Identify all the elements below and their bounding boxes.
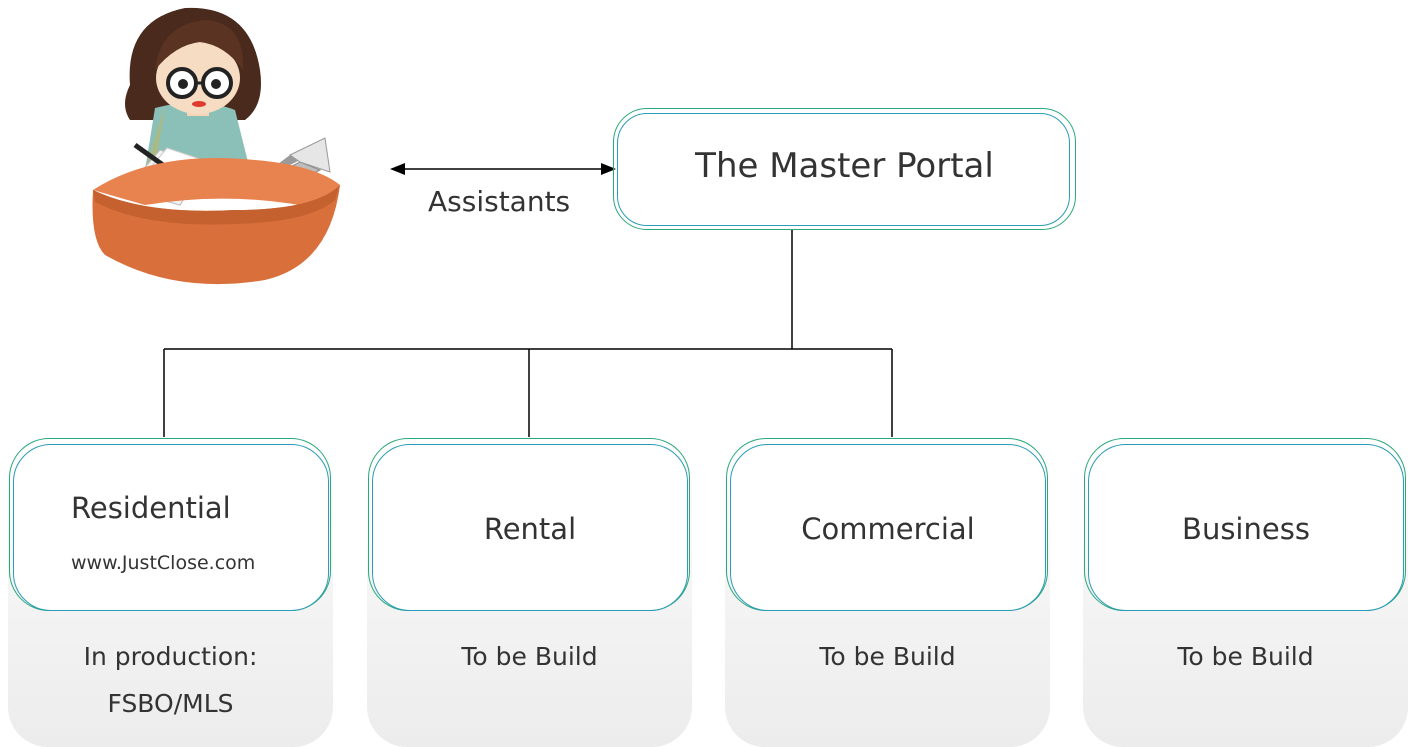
- portal-status: To be Build: [1083, 633, 1408, 680]
- master-portal-outer-border: [613, 108, 1076, 230]
- master-portal-inner-border: [617, 113, 1070, 226]
- master-portal-node[interactable]: The Master Portal: [613, 108, 1076, 230]
- portal-status-line: To be Build: [461, 642, 598, 671]
- assistant-illustration: [92, 7, 340, 285]
- portal-card-business[interactable]: Business To be Build: [1083, 437, 1408, 747]
- portal-status-line: FSBO/MLS: [107, 689, 234, 718]
- portal-status-line: To be Build: [1177, 642, 1314, 671]
- portal-name: Rental: [483, 512, 577, 546]
- portal-status-line: In production:: [83, 642, 258, 671]
- card-inner-box: Business: [1088, 444, 1404, 611]
- master-portal-title: The Master Portal: [695, 146, 994, 186]
- portal-name: Commercial: [801, 512, 975, 546]
- portal-url[interactable]: www.JustClose.com: [71, 552, 256, 574]
- portal-card-residential[interactable]: Residential www.JustClose.com In product…: [8, 437, 333, 747]
- portal-status-line: To be Build: [819, 642, 956, 671]
- card-inner-box: Residential www.JustClose.com: [13, 444, 329, 611]
- card-inner-box: Commercial: [730, 444, 1046, 611]
- portal-card-rental[interactable]: Rental To be Build: [367, 437, 692, 747]
- portal-name: Residential: [71, 491, 231, 525]
- portal-status: In production: FSBO/MLS: [8, 633, 333, 727]
- portal-status: To be Build: [725, 633, 1050, 680]
- assistants-label: Assistants: [428, 185, 571, 218]
- card-inner-box: Rental: [372, 444, 688, 611]
- portal-status: To be Build: [367, 633, 692, 680]
- portal-card-commercial[interactable]: Commercial To be Build: [725, 437, 1050, 747]
- portal-name: Business: [1182, 512, 1310, 546]
